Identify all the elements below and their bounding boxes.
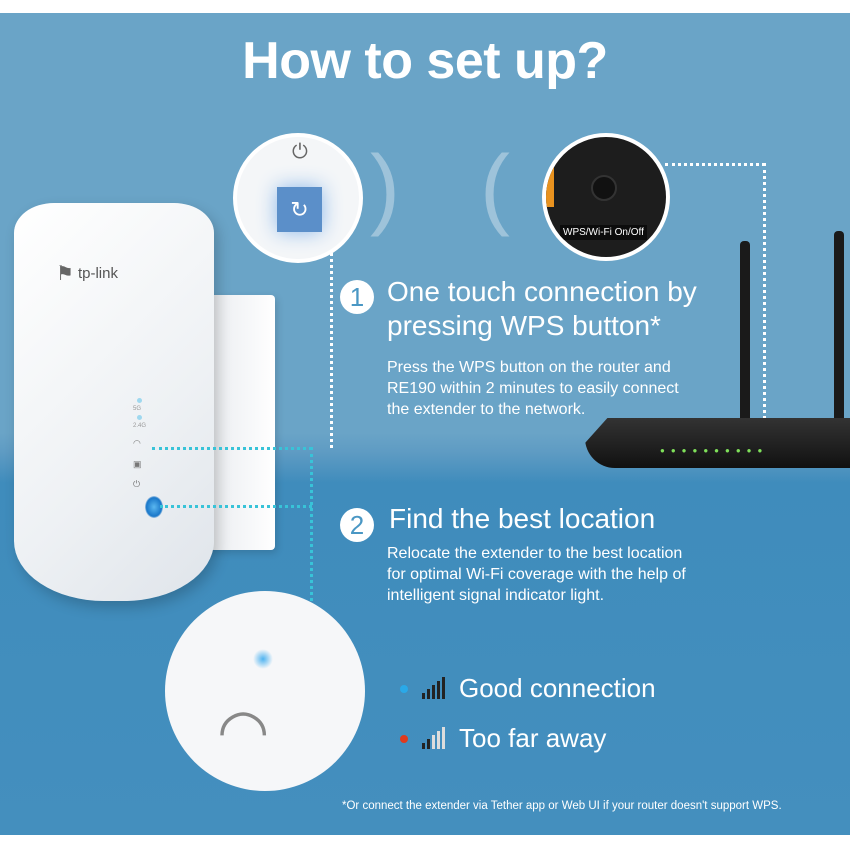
port-accent — [546, 167, 554, 207]
signal-bars-full-icon — [422, 676, 445, 699]
step-heading: One touch connection by — [387, 276, 697, 307]
router-zoom-circle: WPS/Wi-Fi On/Off — [542, 133, 670, 261]
connector-line — [665, 163, 765, 166]
legend-far: Too far away — [400, 723, 606, 754]
connector-line — [330, 253, 333, 448]
wps-zoom-circle: ⏻ ↻ — [233, 133, 363, 263]
wps-label: WPS/Wi-Fi On/Off — [560, 225, 647, 240]
signal-indicator-circle: ◠ — [165, 591, 365, 791]
tp-link-logo-icon: ⚑ — [56, 263, 74, 285]
led-indicator — [137, 398, 142, 403]
step-text: for optimal Wi-Fi coverage with the help… — [387, 566, 686, 583]
infographic-panel: How to set up? ⚑ tp-link 5G 2.4G ◠ ▣ ⏻ ⏻… — [0, 13, 850, 835]
power-led-icon: ⏻ — [133, 479, 141, 489]
led-label-24g: 2.4G — [133, 423, 147, 429]
wifi-led-icon: ◠ — [133, 438, 141, 448]
step-text: intelligent signal indicator light. — [387, 587, 605, 604]
step-text: Press the WPS button on the router and — [387, 359, 671, 376]
connector-line — [160, 505, 312, 508]
router-body: ●●●●●●●●●● — [585, 418, 850, 468]
signal-waves-icon: ( — [480, 138, 510, 238]
router-antenna — [834, 231, 844, 441]
red-dot-icon — [400, 734, 408, 743]
step-text: the extender to the network. — [387, 401, 586, 418]
signal-waves-icon: ) — [370, 138, 400, 238]
step-number: 1 — [340, 280, 374, 314]
wps-sync-icon: ↻ — [277, 187, 322, 232]
led-indicator — [137, 415, 142, 420]
legend-good: Good connection — [400, 673, 656, 704]
footnote: *Or connect the extender via Tether app … — [342, 800, 782, 812]
step-number: 2 — [340, 508, 374, 542]
signal-bars-weak-icon — [422, 726, 445, 749]
page-title: How to set up? — [242, 32, 608, 90]
range-extender: ⚑ tp-link — [14, 203, 214, 601]
wifi-icon: ◠ — [217, 697, 270, 764]
router-leds: ●●●●●●●●●● — [660, 446, 769, 455]
step-heading: pressing WPS button* — [387, 310, 661, 341]
step-heading: Find the best location — [389, 503, 656, 534]
blue-dot-icon — [400, 684, 408, 693]
signal-led — [253, 649, 273, 669]
wps-button-icon — [145, 496, 163, 518]
tp-link-logo: ⚑ tp-link — [56, 261, 118, 286]
step-text: RE190 within 2 minutes to easily connect — [387, 380, 679, 397]
ethernet-led-icon: ▣ — [133, 459, 142, 469]
step-text: Relocate the extender to the best locati… — [387, 545, 683, 562]
brand-text: tp-link — [77, 265, 118, 282]
connector-line — [763, 163, 766, 425]
led-label-5g: 5G — [133, 406, 142, 412]
wps-button-icon — [591, 175, 617, 201]
connector-line — [310, 447, 313, 607]
connector-line — [152, 447, 312, 450]
legend-label: Too far away — [459, 723, 607, 753]
legend-label: Good connection — [459, 673, 656, 703]
router-antenna — [740, 241, 750, 441]
power-icon: ⏻ — [292, 141, 308, 163]
